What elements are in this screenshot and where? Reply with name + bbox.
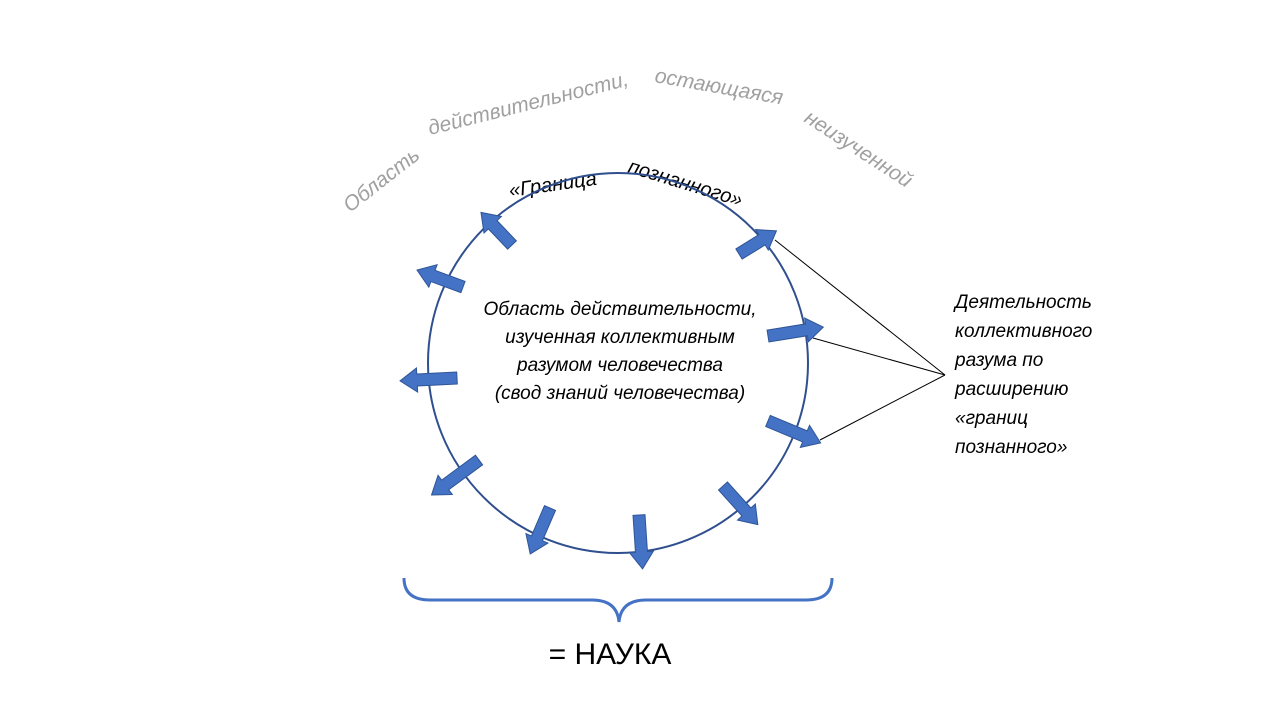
knowledge-circle [427, 172, 809, 554]
expansion-arrows [399, 211, 825, 570]
pointer-lines [774, 239, 946, 441]
arrow-down [628, 514, 655, 570]
arrow-right-lower [765, 414, 822, 449]
right-line-5: «границ [955, 408, 1028, 429]
right-line-6: познанного» [955, 437, 1068, 458]
studied-reality-label: Область действительности, изученная колл… [440, 296, 800, 408]
arrow-left [399, 367, 458, 393]
boundary-label: «Граница познанного» [508, 156, 746, 212]
pointer-line-bottom [819, 374, 946, 441]
outer-word-1: Область [339, 143, 424, 217]
arrow-left-lower [430, 454, 484, 496]
pointer-line-top [774, 239, 946, 376]
pointer-line-middle [812, 337, 946, 376]
outer-word-4: неизученной [800, 106, 916, 193]
outer-word-3: остающаяся [653, 64, 785, 109]
outer-word-2: действительности, [426, 68, 631, 140]
arrow-right [766, 317, 825, 343]
science-label: = НАУКА [548, 638, 672, 671]
curly-brace [402, 577, 834, 623]
arrow-left-upper [416, 263, 466, 294]
right-line-1: Деятельность [955, 292, 1092, 313]
arrow-up-left [480, 211, 518, 250]
arrow-down-left [525, 504, 557, 555]
center-line-2: изученная коллективным [505, 327, 735, 348]
right-line-4: расширению [955, 379, 1069, 400]
right-line-3: разума по [955, 350, 1044, 371]
boundary-word-2: познанного» [626, 156, 746, 212]
arrow-down-right [717, 481, 759, 526]
center-line-4: (свод знаний человечества) [494, 383, 746, 404]
activity-label: Деятельность коллективного разума по рас… [955, 288, 1155, 462]
center-line-1: Область действительности, [483, 299, 757, 320]
outer-arc-text: Область действительности, остающаяся неи… [339, 64, 917, 217]
arrow-up-right [735, 229, 778, 260]
center-line-3: разумом человечества [517, 355, 723, 376]
right-line-2: коллективного [955, 321, 1093, 342]
